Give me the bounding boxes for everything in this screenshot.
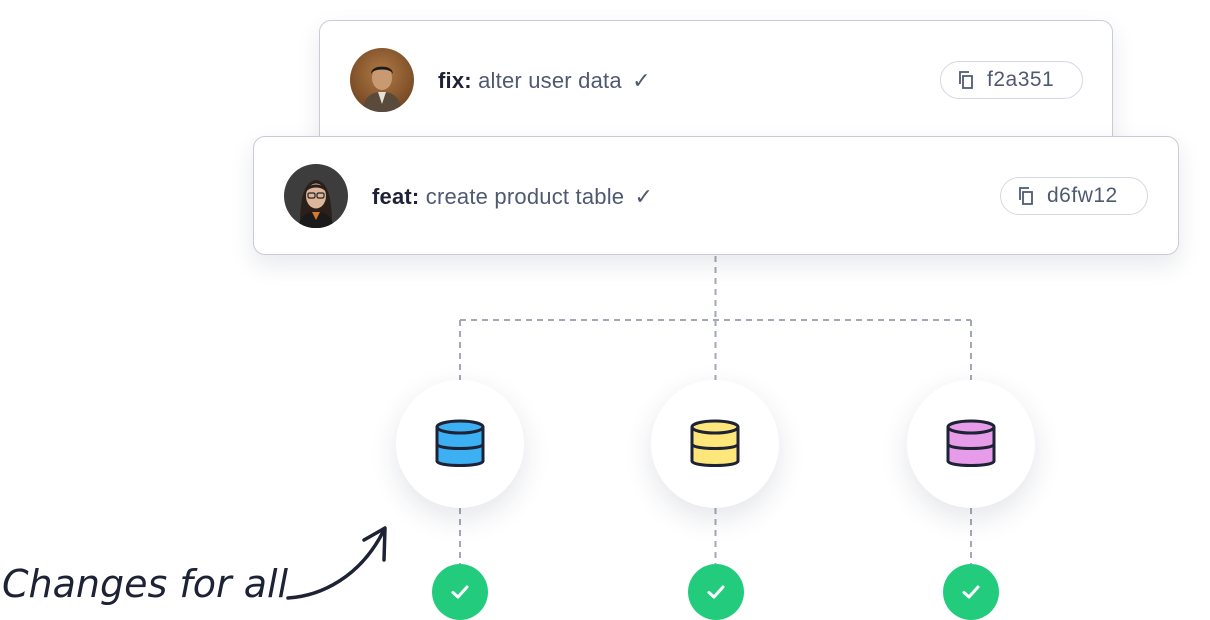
database-icon xyxy=(690,419,740,467)
success-badge xyxy=(943,564,999,620)
database-icon xyxy=(435,419,485,467)
woman-avatar xyxy=(284,164,348,228)
check-icon: ✓ xyxy=(634,184,654,209)
success-badge xyxy=(432,564,488,620)
commit-type: fix: xyxy=(438,68,472,93)
commit-message: feat: create product table ✓ xyxy=(372,184,653,210)
check-icon: ✓ xyxy=(632,68,651,93)
copy-icon xyxy=(956,69,978,91)
database-icon xyxy=(946,419,996,467)
commit-hash-button[interactable]: d6fw12 xyxy=(1000,177,1148,215)
commit-message: fix: alter user data ✓ xyxy=(438,68,651,94)
checkmark-icon xyxy=(707,585,725,599)
commit-type: feat: xyxy=(372,184,420,209)
commit-card[interactable]: feat: create product table ✓ d6fw12 xyxy=(253,136,1179,255)
commit-hash-button[interactable]: f2a351 xyxy=(940,61,1083,99)
man-avatar xyxy=(350,48,414,112)
success-badge xyxy=(688,564,744,620)
commit-text: create product table xyxy=(425,184,625,209)
checkmark-icon xyxy=(451,585,469,599)
commit-hash: d6fw12 xyxy=(1047,184,1118,207)
database-node[interactable] xyxy=(907,380,1035,508)
curved-arrow-icon xyxy=(286,526,387,600)
database-node[interactable] xyxy=(651,380,779,508)
database-node[interactable] xyxy=(396,380,524,508)
copy-icon xyxy=(1016,185,1038,207)
annotation-text: Changes for all xyxy=(2,562,289,606)
commit-card[interactable]: fix: alter user data ✓ f2a351 xyxy=(319,20,1113,148)
commit-text: alter user data xyxy=(478,68,622,93)
commit-hash: f2a351 xyxy=(987,68,1055,91)
checkmark-icon xyxy=(962,585,980,599)
